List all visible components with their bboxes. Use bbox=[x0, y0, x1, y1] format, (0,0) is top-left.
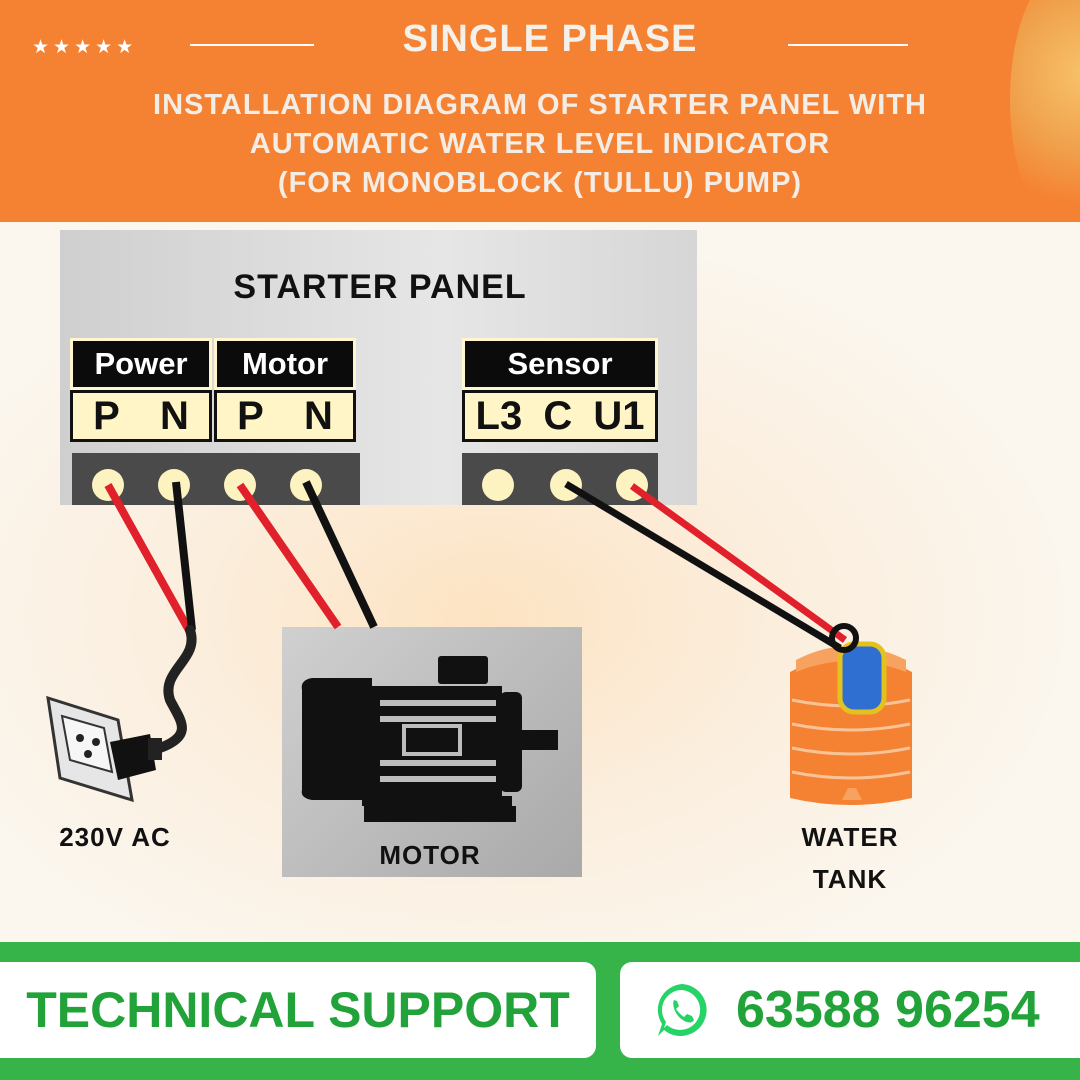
wire-power-n bbox=[172, 481, 196, 631]
float-switch-icon bbox=[829, 623, 887, 715]
subtitle-line-2: AUTOMATIC WATER LEVEL INDICATOR bbox=[249, 128, 831, 160]
plug-cable bbox=[155, 625, 197, 753]
whatsapp-icon[interactable] bbox=[650, 978, 714, 1042]
wire-sensor-c bbox=[564, 480, 842, 652]
header-banner: ★★★★★ SINGLE PHASE INSTALLATION DIAGRAM … bbox=[0, 0, 1080, 230]
sensor-terminal-u1: U1 bbox=[593, 393, 645, 438]
sensor-label: Sensor bbox=[462, 338, 658, 390]
technical-support-label: TECHNICAL SUPPORT bbox=[26, 982, 570, 1038]
power-terminal-n: N bbox=[159, 393, 189, 438]
power-terminals: P N bbox=[70, 390, 212, 442]
page-title: SINGLE PHASE bbox=[402, 18, 698, 60]
motor-terminals: P N bbox=[214, 390, 356, 442]
support-pill bbox=[0, 962, 596, 1058]
screw-sensor-l3 bbox=[482, 469, 514, 501]
wire-motor-n bbox=[302, 480, 378, 629]
sensor-terminal-c: C bbox=[543, 393, 573, 438]
motor-terminal-n: N bbox=[303, 393, 333, 438]
supply-caption: 230V AC bbox=[59, 822, 171, 852]
power-terminal-p: P bbox=[93, 393, 120, 438]
subtitle-line-1: INSTALLATION DIAGRAM OF STARTER PANEL WI… bbox=[153, 89, 927, 121]
rating-stars: ★★★★★ bbox=[32, 36, 138, 58]
motor-label: Motor bbox=[214, 338, 356, 390]
wire-sensor-u1 bbox=[629, 483, 848, 643]
power-plug-icon bbox=[110, 734, 162, 780]
sensor-terminal-l3: L3 bbox=[475, 393, 523, 438]
wire-power-p bbox=[104, 483, 194, 634]
power-label: Power bbox=[70, 338, 212, 390]
wall-socket-icon bbox=[46, 695, 134, 803]
motor-icon bbox=[301, 656, 558, 822]
tank-caption-line-2: TANK bbox=[812, 864, 888, 894]
motor-caption: MOTOR bbox=[379, 840, 481, 870]
tank-caption-line-1: WATER bbox=[801, 822, 899, 852]
phone-number[interactable]: 63588 96254 bbox=[736, 981, 1040, 1039]
wire-motor-p bbox=[236, 482, 342, 630]
starter-panel-title: STARTER PANEL bbox=[233, 268, 527, 306]
sensor-terminals: L3 C U1 bbox=[462, 390, 658, 442]
subtitle-line-3: (FOR MONOBLOCK (TULLU) PUMP) bbox=[277, 167, 803, 199]
title-rule-left bbox=[190, 44, 314, 46]
motor-terminal-p: P bbox=[237, 393, 264, 438]
title-rule-right bbox=[788, 44, 908, 46]
